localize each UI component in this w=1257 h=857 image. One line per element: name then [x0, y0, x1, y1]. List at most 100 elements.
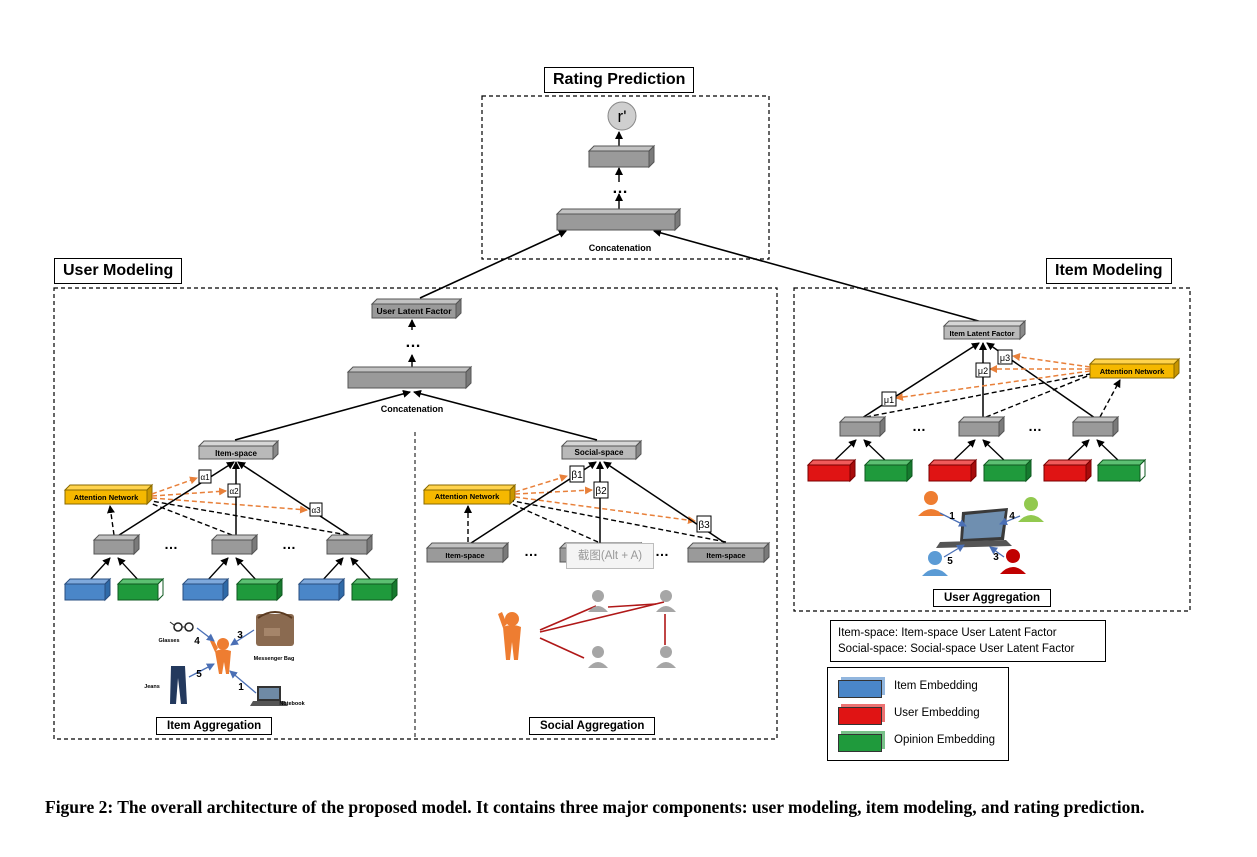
social-aggregation-label: Social Aggregation — [529, 717, 656, 735]
legend-label-opinion: Opinion Embedding — [894, 734, 996, 746]
user-agg-dots-1: … — [912, 418, 926, 434]
item-model-solid-arrows — [861, 342, 1096, 419]
svg-text:1: 1 — [238, 682, 244, 693]
item-model-dashed-lines — [865, 373, 1121, 418]
attention-network-label: Attention Network — [74, 493, 139, 502]
svg-text:Item-space: Item-space — [445, 551, 484, 560]
mu-attention-arrows — [895, 353, 1091, 401]
rating-concat-layer — [555, 207, 682, 232]
blue-user-icon — [922, 551, 948, 576]
svg-text:μ1: μ1 — [884, 395, 894, 405]
svg-text:1: 1 — [949, 511, 955, 522]
svg-text:μ3: μ3 — [1000, 353, 1010, 363]
rating-prediction-box — [481, 95, 770, 260]
rating-hidden-layer — [587, 144, 656, 169]
user-latent-factor-node: User Latent Factor — [370, 297, 463, 320]
svg-text:β2: β2 — [595, 486, 607, 497]
social-space-label: Social-space — [575, 448, 624, 457]
user-person-icon — [210, 638, 231, 674]
social-agg-dashed-lines — [464, 500, 727, 543]
rating-concat-label: Concatenation — [589, 243, 652, 253]
legend: Item Embedding User Embedding Opinion Em… — [827, 667, 1009, 761]
user-dots: … — [405, 334, 421, 351]
friend-icon-2 — [656, 590, 676, 612]
architecture-diagram: r' … Concatenation User Latent Factor … … — [53, 95, 1191, 740]
item-aggregation-label: Item Aggregation — [156, 717, 273, 735]
socialspace-to-concat — [413, 389, 598, 441]
svg-text:5: 5 — [947, 556, 953, 567]
rating-output-node: r' — [607, 101, 637, 131]
svg-text:α2: α2 — [229, 487, 239, 496]
attention-network-item-label: Attention Network — [1100, 367, 1165, 376]
figure-caption: Figure 2: The overall architecture of th… — [45, 797, 1145, 817]
notebook-icon — [250, 686, 288, 706]
user-agg-embeddings — [806, 458, 1147, 483]
svg-text:4: 4 — [194, 636, 200, 647]
friend-icon-3 — [588, 646, 608, 668]
legend-swatch-user — [838, 707, 882, 725]
item-agg-gray-blocks — [92, 533, 374, 556]
user-agg-embedding-arrows — [832, 439, 1121, 463]
svg-text:α3: α3 — [311, 506, 321, 515]
glasses-label: Glasses — [158, 638, 179, 644]
svg-text:μ2: μ2 — [978, 366, 988, 376]
friend-icon-1 — [588, 590, 608, 612]
item-agg-dots-1: … — [164, 536, 178, 552]
alpha-weights: α1 α2 α3 — [198, 469, 323, 517]
attention-network-item-agg: Attention Network — [63, 483, 154, 506]
user-agg-gray-blocks — [838, 415, 1120, 438]
beta-attention-arrows — [514, 474, 696, 525]
rating-dots: … — [612, 180, 628, 197]
center-user-icon — [498, 612, 521, 660]
social-network-illustration — [498, 590, 676, 668]
item-latent-factor-label: Item Latent Factor — [949, 329, 1014, 338]
user-modeling-title: User Modeling — [54, 258, 183, 284]
svg-text:β3: β3 — [698, 520, 710, 531]
svg-text:β1: β1 — [571, 470, 583, 481]
item-agg-solid-arrows — [115, 461, 353, 538]
social-space-node: Social-space — [560, 439, 643, 461]
item-agg-embeddings — [63, 577, 399, 602]
messenger-bag-label: Messenger Bag — [254, 656, 295, 662]
jeans-icon — [170, 666, 187, 704]
svg-text:5: 5 — [196, 669, 202, 680]
glasses-icon — [169, 621, 194, 632]
messenger-bag-icon — [256, 611, 294, 646]
legend-label-user: User Embedding — [894, 707, 980, 719]
jeans-label: Jeans — [144, 684, 160, 690]
item-latent-factor-node: Item Latent Factor — [942, 319, 1027, 341]
item-space-definition: Item-space: Item-space User Latent Facto… — [838, 627, 1057, 639]
svg-text:3: 3 — [237, 630, 243, 641]
user-agg-illustration: 1 4 5 3 — [918, 491, 1044, 576]
attention-network-user-agg: Attention Network — [1088, 357, 1181, 380]
legend-swatch-item — [838, 680, 882, 698]
svg-text:α1: α1 — [200, 473, 210, 482]
item-agg-embedding-arrows — [87, 557, 374, 583]
user-concat-layer — [346, 365, 473, 390]
notebook-label: Notebook — [279, 701, 305, 707]
orange-user-icon — [918, 491, 944, 516]
friend-icon-4 — [656, 646, 676, 668]
screenshot-tooltip: 截图(Alt + A) — [566, 543, 654, 569]
rating-output-label: r' — [618, 107, 627, 126]
user-to-concat-arrow — [419, 230, 567, 299]
social-agg-dots-2: … — [655, 543, 669, 559]
social-agg-dots-1: … — [524, 543, 538, 559]
user-latent-factor-label: User Latent Factor — [376, 306, 452, 316]
item-to-concat-arrow — [653, 229, 983, 323]
rating-prediction-title: Rating Prediction — [544, 67, 695, 93]
laptop-icon — [936, 508, 1012, 548]
svg-text:3: 3 — [993, 552, 999, 563]
itemspace-to-concat — [234, 389, 411, 441]
red-user-icon — [1000, 549, 1026, 574]
svg-text:Item-space: Item-space — [706, 551, 745, 560]
item-agg-illustration: Glasses Messenger Bag Jeans Notebook 4 3… — [144, 611, 306, 707]
user-aggregation-label: User Aggregation — [933, 589, 1052, 607]
green-user-icon — [1018, 497, 1044, 522]
item-agg-dashed-lines — [106, 500, 349, 536]
attention-network-social-agg: Attention Network — [422, 483, 517, 506]
alpha-attention-arrows — [151, 476, 308, 514]
item-modeling-box — [793, 287, 1191, 612]
beta-weights: β1 β2 β3 — [569, 465, 712, 533]
item-modeling-title: Item Modeling — [1046, 258, 1172, 284]
